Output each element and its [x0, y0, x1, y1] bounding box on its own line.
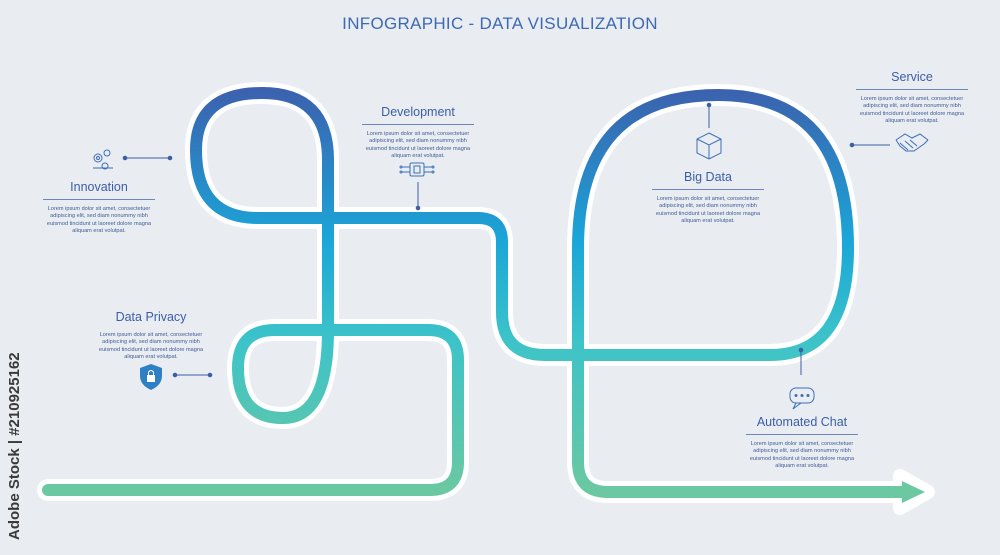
- connectors: [122, 102, 890, 378]
- innovation-label: Innovation: [43, 180, 155, 200]
- watermark-label: Adobe Stock | #210925162: [6, 352, 23, 540]
- service-description: Lorem ipsum dolor sit amet, consectetuer…: [859, 96, 965, 125]
- chat-connector-dot: [798, 347, 804, 353]
- privacy-connector-dot: [172, 372, 178, 378]
- data-privacy-description: Lorem ipsum dolor sit amet, consectetuer…: [98, 332, 204, 361]
- big-data-block: Big Data Lorem ipsum dolor sit amet, con…: [652, 170, 764, 226]
- cube-icon: [696, 132, 722, 160]
- bigdata-connector-dot: [706, 102, 712, 108]
- service-connector-dot: [849, 142, 855, 148]
- big-data-label: Big Data: [652, 170, 764, 190]
- development-description: Lorem ipsum dolor sit amet, consectetuer…: [365, 131, 471, 160]
- service-label: Service: [856, 70, 968, 90]
- automated-chat-description: Lorem ipsum dolor sit amet, consectetuer…: [749, 441, 855, 470]
- innovation-connector-dot: [122, 155, 128, 161]
- development-connector-dot: [415, 205, 421, 211]
- page-title: INFOGRAPHIC - DATA VISUALIZATION: [342, 14, 658, 33]
- innovation-description: Lorem ipsum dolor sit amet, consectetuer…: [46, 206, 152, 235]
- automated-chat-label: Automated Chat: [746, 415, 858, 435]
- big-data-description: Lorem ipsum dolor sit amet, consectetuer…: [655, 196, 761, 225]
- innovation-block: Innovation Lorem ipsum dolor sit amet, c…: [43, 180, 155, 236]
- data-privacy-block: Data Privacy Lorem ipsum dolor sit amet,…: [95, 310, 207, 362]
- shield-lock-icon: [140, 364, 162, 390]
- privacy-connector-dot-end: [207, 372, 213, 378]
- service-block: Service Lorem ipsum dolor sit amet, cons…: [856, 70, 968, 126]
- innovation-connector-dot-end: [167, 155, 173, 161]
- automated-chat-block: Automated Chat Lorem ipsum dolor sit ame…: [746, 415, 858, 471]
- chat-bubbles-icon: [789, 387, 815, 410]
- development-label: Development: [362, 105, 474, 125]
- handshake-icon: [895, 133, 929, 152]
- development-block: Development Lorem ipsum dolor sit amet, …: [362, 105, 474, 161]
- gears-icon: [93, 149, 113, 170]
- chip-icon: [399, 162, 435, 177]
- road-path: [37, 82, 935, 515]
- data-privacy-label: Data Privacy: [115, 310, 187, 324]
